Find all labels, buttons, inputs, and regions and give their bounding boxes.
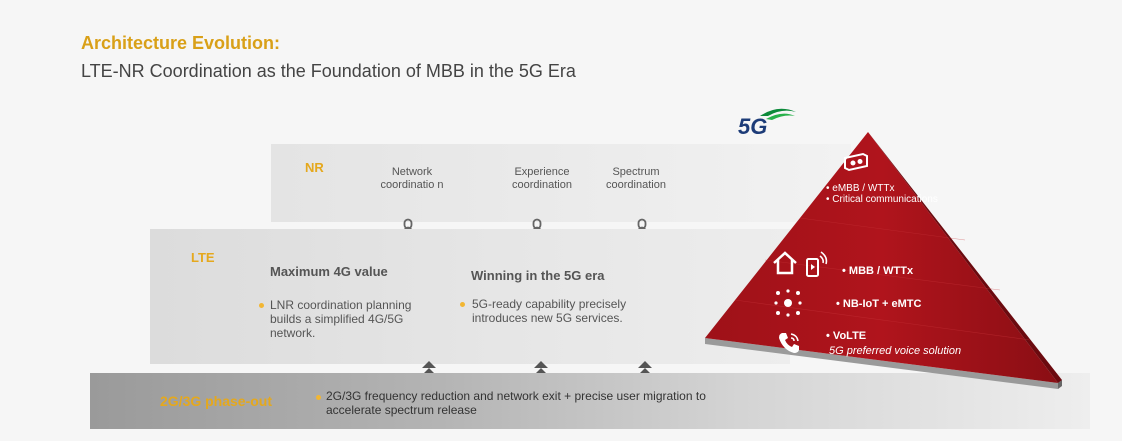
maximum-4g-value-text: LNR coordination planning builds a simpl… — [270, 298, 412, 340]
svg-text:5G: 5G — [738, 114, 767, 136]
maximum-4g-value-heading: Maximum 4G value — [270, 264, 388, 279]
bullet-dot — [460, 302, 465, 307]
home-icon — [773, 251, 797, 275]
volte-bullet: • VoLTE — [826, 330, 867, 342]
bullet-dot — [316, 395, 321, 400]
iot-bullet: • NB-IoT + eMTC — [836, 298, 922, 310]
mobile-signal-icon — [806, 251, 828, 277]
legacy-layer — [90, 373, 1090, 429]
bullet-dot — [259, 303, 264, 308]
network-coordination-label: Network coordinatio n — [380, 166, 444, 191]
winning-5g-era-heading: Winning in the 5G era — [471, 268, 605, 283]
page-subtitle: LTE-NR Coordination as the Foundation of… — [81, 61, 576, 81]
nr-layer — [271, 144, 851, 222]
vr-headset-icon — [844, 152, 868, 172]
up-arrow-icon — [422, 361, 436, 375]
up-arrow-icon — [638, 361, 652, 375]
experience-coordination-label: Experience coordination — [512, 166, 572, 191]
winning-5g-era-text: 5G-ready capability precisely introduces… — [472, 297, 627, 325]
phone-call-icon — [779, 333, 799, 353]
legacy-text: 2G/3G frequency reduction and network ex… — [326, 389, 706, 417]
embb-wttx-label: eMBB / WTTx — [832, 183, 895, 194]
nr-label: NR — [305, 160, 324, 175]
volte-subtitle: 5G preferred voice solution — [829, 345, 962, 357]
lte-label: LTE — [191, 250, 215, 265]
top-bullet-1: • eMBB / WTTx — [826, 183, 895, 194]
legacy-label: 2G/3G phase-out — [160, 393, 273, 409]
iot-network-icon — [774, 289, 802, 317]
lte-layer — [150, 229, 790, 364]
mbb-wttx-label: MBB / WTTx — [848, 265, 914, 277]
page-title: Architecture Evolution: — [81, 33, 281, 53]
up-arrow-icon — [534, 361, 548, 375]
volte-label: VoLTE — [832, 330, 867, 342]
critical-communications-label: Critical communications — [832, 194, 938, 205]
5g-logo: 5G — [738, 108, 796, 136]
top-bullet-2: • Critical communications — [826, 194, 938, 205]
nb-iot-emtc-label: NB-IoT + eMTC — [842, 298, 922, 310]
spectrum-coordination-label: Spectrum coordination — [606, 166, 666, 191]
mbb-bullet: • MBB / WTTx — [842, 265, 914, 277]
